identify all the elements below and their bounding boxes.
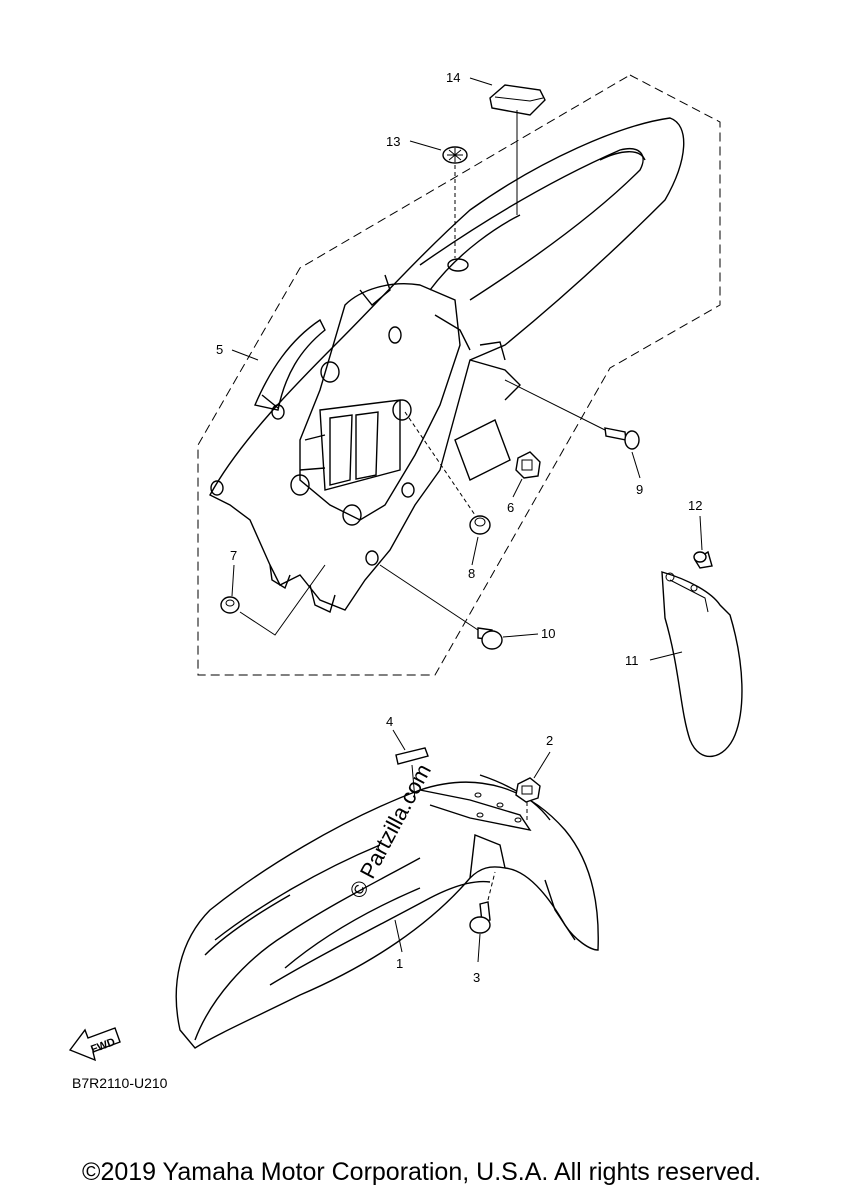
callout-11: 11: [625, 653, 639, 668]
nut-part-6: [515, 451, 541, 479]
callout-9: 9: [636, 482, 643, 497]
decal-part-4: [395, 747, 429, 765]
callout-7: 7: [230, 548, 237, 563]
callout-4: 4: [386, 714, 393, 729]
rear-fender: [209, 117, 685, 613]
grommet-part-13: [442, 146, 468, 164]
callout-6: 6: [507, 500, 514, 515]
rear-fender-group-boundary: [197, 74, 721, 676]
callout-1: 1: [396, 956, 403, 971]
nut-part-2: [515, 777, 541, 803]
front-fender: [175, 774, 599, 1049]
diagram-code: B7R2110-U210: [72, 1075, 168, 1091]
callout-5: 5: [216, 342, 223, 357]
mud-flap-part-11: [661, 571, 743, 758]
callout-12: 12: [688, 498, 702, 513]
bolt-part-3: [469, 901, 491, 934]
bolt-part-9: [604, 427, 640, 450]
callout-3: 3: [473, 970, 480, 985]
callout-2: 2: [546, 733, 553, 748]
grommet-part-7: [220, 596, 240, 614]
screw-part-12: [693, 550, 713, 569]
copyright-notice: ©2019 Yamaha Motor Corporation, U.S.A. A…: [82, 1158, 761, 1186]
callout-8: 8: [468, 566, 475, 581]
decal-part-14: [489, 84, 546, 116]
callout-13: 13: [386, 134, 400, 149]
grommet-part-8: [469, 515, 491, 535]
fwd-arrow-icon: FWD: [68, 1027, 121, 1062]
callout-10: 10: [541, 626, 555, 641]
bolt-part-10: [477, 627, 503, 650]
callout-14: 14: [446, 70, 460, 85]
